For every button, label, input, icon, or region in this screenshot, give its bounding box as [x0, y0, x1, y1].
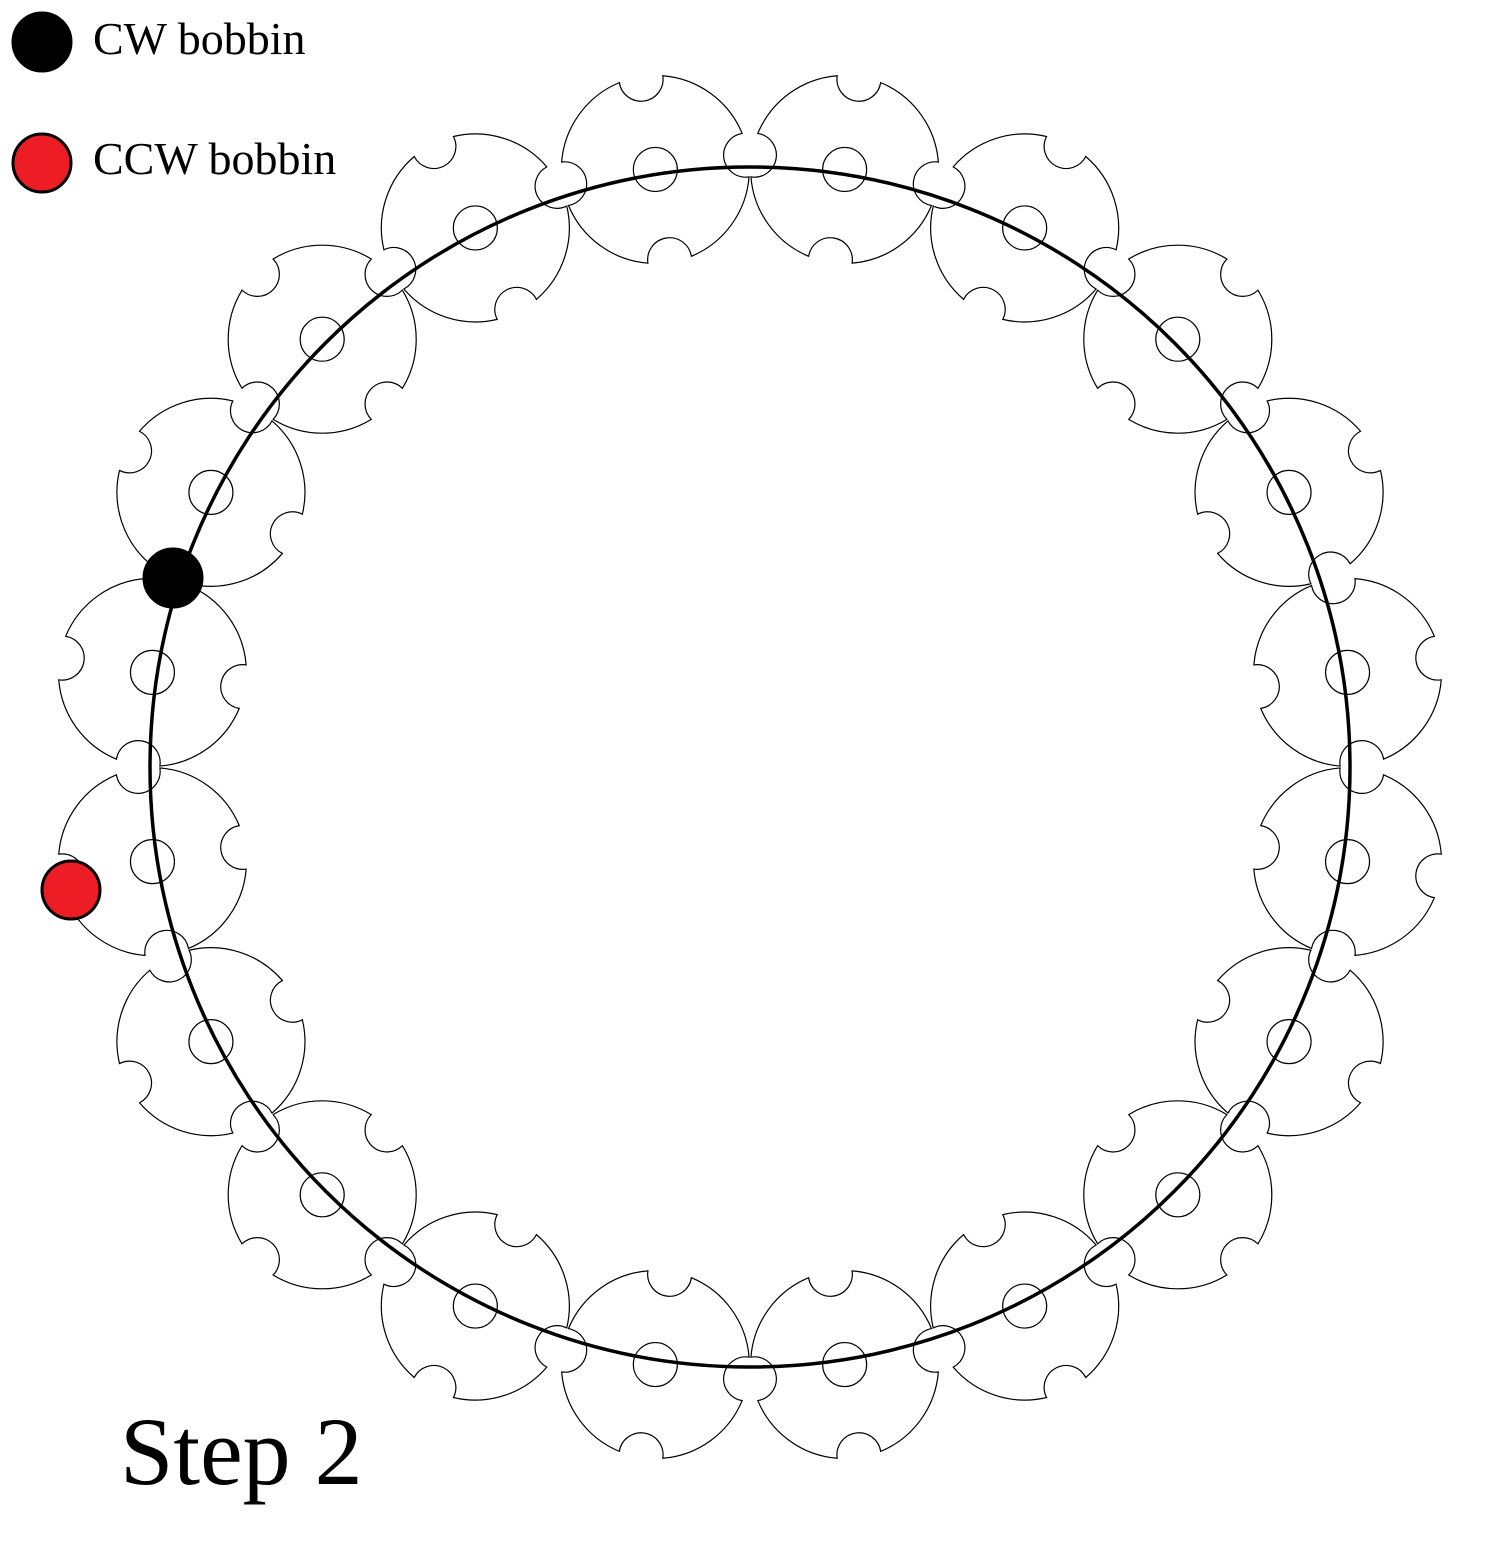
legend: CW bobbin CCW bobbin	[11, 11, 336, 194]
ccw-bobbin	[40, 859, 102, 921]
horn-gear-hub	[1324, 649, 1371, 695]
horn-gear-body	[1083, 1100, 1273, 1290]
horn-gear-hub	[1155, 316, 1201, 362]
horn-gear-hub	[188, 469, 234, 515]
legend-cw-dot	[11, 11, 73, 73]
horn-gear-hub	[1266, 1019, 1312, 1065]
horn-gear-body	[116, 397, 306, 587]
horn-gear-body	[930, 1211, 1120, 1401]
horn-gear-body	[380, 133, 570, 323]
horn-gear-hub	[632, 146, 678, 193]
horn-gear-hub	[299, 316, 345, 362]
legend-ccw-dot	[11, 132, 73, 194]
horn-gear-hub	[452, 1283, 498, 1329]
horn-gear-hub	[1324, 839, 1371, 885]
horn-gear-ring	[58, 75, 1442, 1459]
horn-gear	[227, 1100, 417, 1290]
horn-gear	[116, 397, 306, 587]
horn-gear-hub	[632, 1341, 678, 1388]
step-label: Step 2	[120, 1398, 363, 1505]
horn-gear-hub	[1155, 1172, 1201, 1218]
horn-gear	[750, 1270, 940, 1459]
horn-gear	[380, 133, 570, 323]
horn-gear-body	[116, 947, 306, 1137]
horn-gear-hub	[822, 146, 868, 193]
horn-gear-body	[1083, 244, 1273, 434]
braiding-track	[148, 165, 1352, 1369]
cw-bobbin	[142, 547, 204, 609]
horn-gear-body	[560, 75, 750, 264]
horn-gear-hub	[1002, 1283, 1048, 1329]
horn-gear-body	[1253, 767, 1442, 957]
horn-gear	[560, 75, 750, 264]
horn-gear-body	[227, 244, 417, 434]
horn-gear-hub	[299, 1172, 345, 1218]
horn-gear	[1253, 767, 1442, 957]
horn-gear-body	[1194, 947, 1384, 1137]
horn-gear-hub	[129, 649, 176, 695]
horn-gear	[930, 133, 1120, 323]
horn-gear	[227, 244, 417, 434]
horn-gear-body	[750, 75, 940, 264]
legend-cw-label: CW bobbin	[93, 13, 306, 64]
horn-gear	[1253, 577, 1442, 767]
legend-item-cw: CW bobbin	[11, 11, 306, 73]
horn-gear	[1194, 947, 1384, 1137]
horn-gear-body	[560, 1270, 750, 1459]
horn-gear	[930, 1211, 1120, 1401]
horn-gear	[380, 1211, 570, 1401]
horn-gear-hub	[452, 205, 498, 251]
horn-gear	[1194, 397, 1384, 587]
horn-gear-hub	[1002, 205, 1048, 251]
legend-item-ccw: CCW bobbin	[11, 132, 336, 194]
horn-gear-hub	[129, 839, 176, 885]
horn-gear-body	[1253, 577, 1442, 767]
horn-gear-body	[227, 1100, 417, 1290]
legend-ccw-label: CCW bobbin	[93, 133, 336, 184]
horn-gear	[560, 1270, 750, 1459]
horn-gear	[1083, 244, 1273, 434]
horn-gear-hub	[822, 1341, 868, 1388]
horn-gear-hub	[1266, 469, 1312, 515]
horn-gear-body	[1194, 397, 1384, 587]
horn-gear-hub	[188, 1019, 234, 1065]
horn-gear	[1083, 1100, 1273, 1290]
horn-gear-body	[750, 1270, 940, 1459]
horn-gear-body	[930, 133, 1120, 323]
horn-gear-body	[380, 1211, 570, 1401]
horn-gear	[116, 947, 306, 1137]
horn-gear	[750, 75, 940, 264]
